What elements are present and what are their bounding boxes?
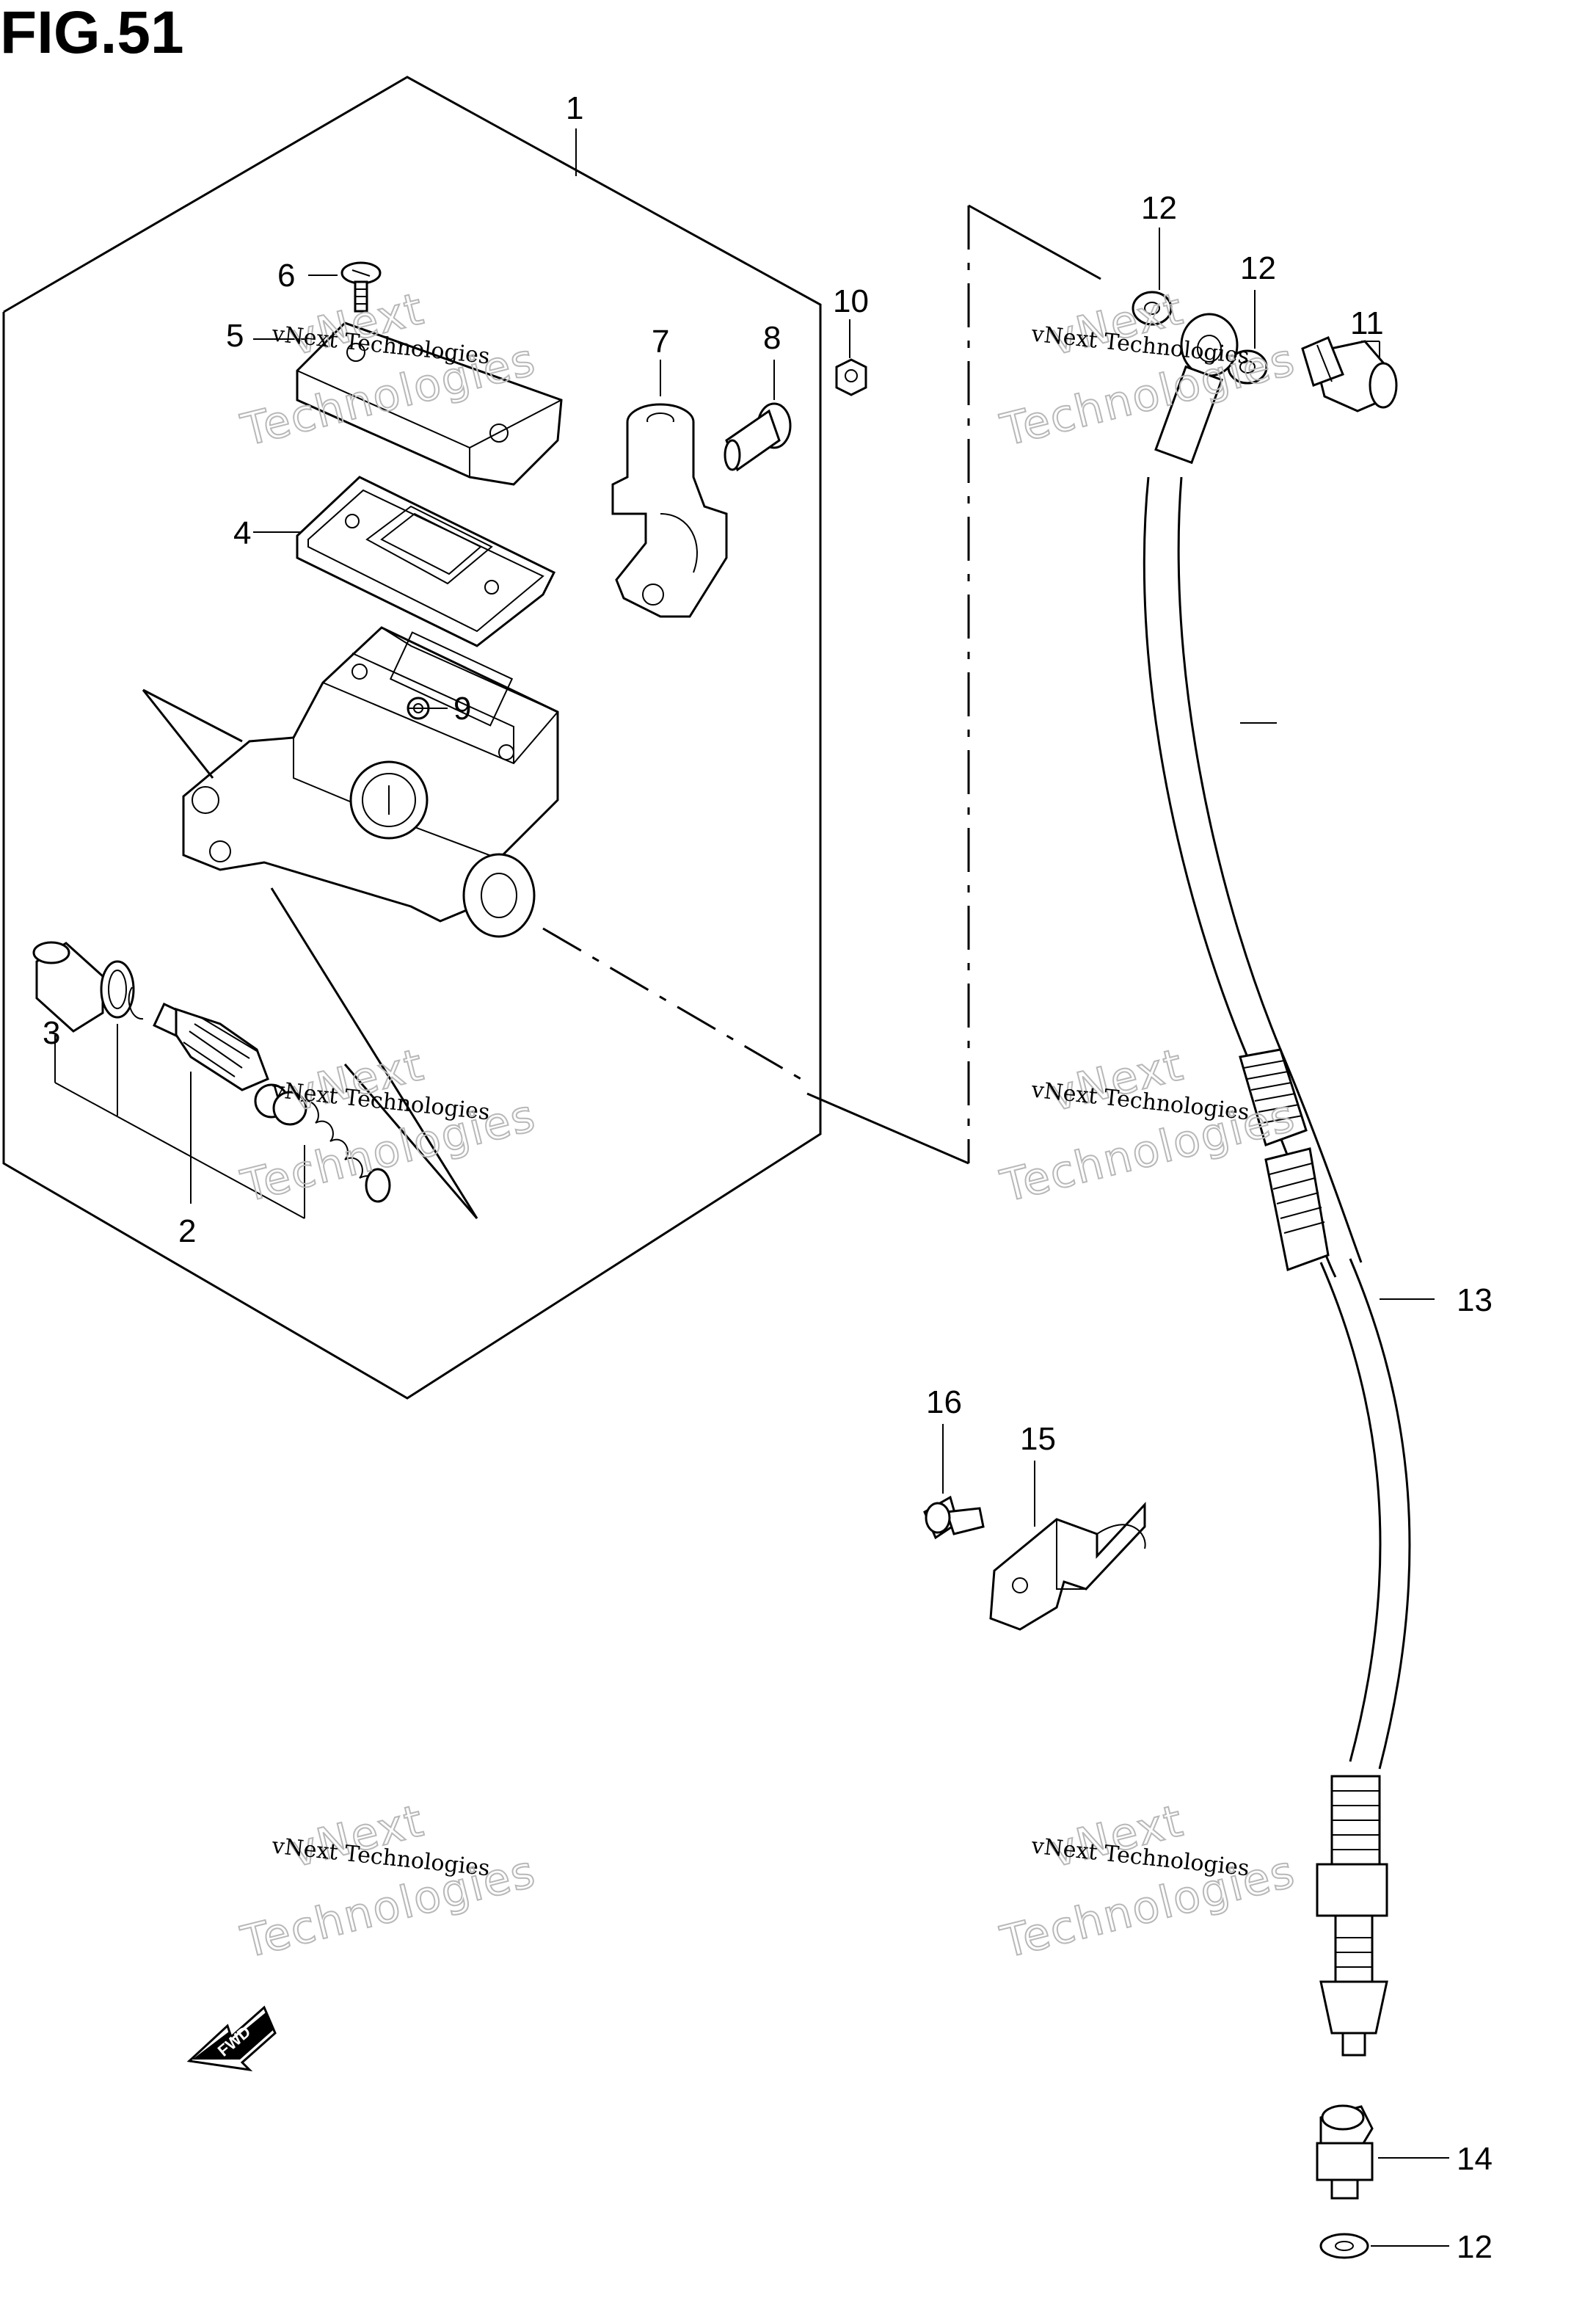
fwd-arrow: FWD: [186, 2005, 277, 2072]
callout-12-a: 12: [1141, 190, 1177, 226]
clamp-7: [611, 403, 728, 618]
washer-12-top-left: [1132, 291, 1173, 326]
callout-12-b: 12: [1240, 250, 1276, 286]
callout-15: 15: [1020, 1421, 1056, 1457]
screw-6: [340, 261, 382, 313]
callout-5: 5: [226, 318, 244, 354]
nut-10: [835, 358, 867, 396]
callout-11: 11: [1350, 305, 1384, 341]
watermark-6: vNext vNext Technologies Technologies: [995, 1795, 1301, 1969]
bolt-8: [724, 402, 792, 472]
callout-6: 6: [277, 258, 295, 294]
callout-9: 9: [453, 691, 471, 727]
callout-3: 3: [43, 1015, 60, 1051]
watermark-1: vNext vNext Technologies Technologies: [236, 283, 542, 457]
callout-4: 4: [233, 515, 251, 551]
callout-2: 2: [178, 1213, 196, 1249]
brake-hose-13: [1143, 313, 1411, 2057]
washer-12-bottom: [1319, 2233, 1369, 2259]
banjo-bolt-11: [1301, 336, 1398, 412]
bolt-16: [923, 1495, 985, 1540]
callout-14: 14: [1457, 2141, 1493, 2177]
master-cylinder-body: [142, 626, 808, 1219]
callout-8: 8: [763, 320, 781, 356]
leader-lines: [253, 128, 1449, 2247]
bracket-15: [989, 1502, 1146, 1631]
callout-13: 13: [1457, 1282, 1493, 1318]
union-bolt-14: [1316, 2104, 1374, 2200]
assembly-frame: [2, 76, 822, 1400]
callout-1: 1: [566, 90, 583, 126]
watermark-5: vNext vNext Technologies Technologies: [236, 1795, 542, 1969]
figure-title: FIG.51: [0, 0, 184, 66]
callout-10: 10: [833, 283, 869, 319]
callout-7: 7: [652, 324, 669, 360]
callout-12-c: 12: [1457, 2229, 1493, 2265]
reservoir-cap-5: [296, 321, 563, 486]
hose-frame: [806, 204, 1101, 1165]
callout-16: 16: [926, 1384, 962, 1420]
diaphragm-4: [296, 476, 556, 647]
piston-kit: [32, 941, 391, 1219]
washer-12-top-right: [1227, 349, 1268, 385]
